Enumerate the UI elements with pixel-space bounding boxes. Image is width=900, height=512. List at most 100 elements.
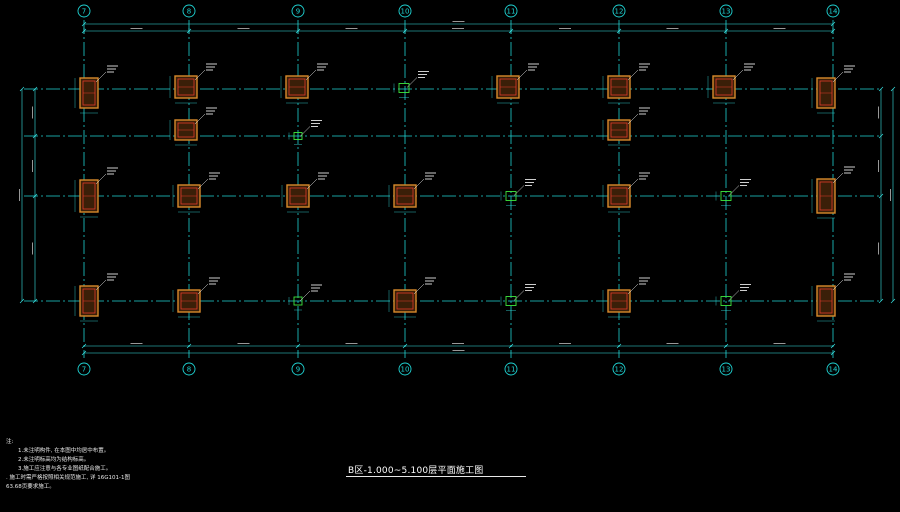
column <box>388 277 436 318</box>
dimension-tick <box>878 298 884 304</box>
stub-outline <box>293 132 303 140</box>
column <box>172 277 220 318</box>
column <box>281 172 329 213</box>
column <box>602 277 650 318</box>
column-stub <box>500 179 536 206</box>
stub-outline <box>293 296 303 306</box>
axis-bubble-label: 13 <box>722 8 731 16</box>
axis-bubble-label: 13 <box>722 366 731 374</box>
axis-bubble <box>826 4 840 18</box>
label-leader <box>832 172 844 184</box>
axis-bubble-label: 8 <box>187 366 191 374</box>
dimension-tick <box>81 21 87 27</box>
dimension-tick <box>878 133 884 139</box>
column-stub <box>288 284 322 311</box>
column <box>602 172 650 213</box>
column <box>169 107 217 146</box>
column-stub <box>715 179 751 206</box>
axis-bubble <box>291 362 305 376</box>
label-leader <box>194 113 206 125</box>
label-leader <box>305 69 317 81</box>
column-stub <box>715 284 751 311</box>
axis-bubble <box>504 4 518 18</box>
label-leader <box>627 69 639 81</box>
dimension-tick <box>723 343 729 349</box>
axis-bubble-label: 11 <box>507 8 516 16</box>
axis-bubble <box>182 4 196 18</box>
axis-bubble <box>398 362 412 376</box>
stub-outline <box>505 296 517 306</box>
dimension-tick <box>890 86 896 92</box>
column <box>388 172 436 213</box>
stub-outline <box>398 83 410 93</box>
axis-bubble-label: 10 <box>401 366 410 374</box>
label-leader <box>627 178 639 190</box>
note-item: 63.68页要求施工。 <box>6 484 55 490</box>
label-leader <box>413 178 425 190</box>
axis-bubble-label: 14 <box>829 366 838 374</box>
column <box>811 273 855 322</box>
dimension-tick <box>19 298 25 304</box>
dimension-tick <box>890 298 896 304</box>
dimension-tick <box>402 343 408 349</box>
column-stub <box>500 284 536 311</box>
axis-bubble-label: 10 <box>401 8 410 16</box>
dimension-tick <box>32 133 38 139</box>
column <box>172 172 220 213</box>
note-item: 1.未注明构件, 在本图中均居中布置。 <box>18 448 110 454</box>
label-leader <box>832 279 844 291</box>
label-leader <box>299 290 311 302</box>
dimension-tick <box>508 343 514 349</box>
label-leader <box>728 185 740 196</box>
dimension-lines <box>19 21 896 356</box>
axis-bubble <box>612 362 626 376</box>
dimension-tick <box>830 21 836 27</box>
label-leader <box>627 113 639 125</box>
column-stub <box>288 120 322 145</box>
dimension-tick <box>295 343 301 349</box>
column <box>169 63 217 104</box>
column <box>811 166 855 219</box>
stub-outline <box>505 191 517 201</box>
label-leader <box>413 283 425 295</box>
axis-bubble-label: 14 <box>829 8 838 16</box>
axis-bubble-label: 9 <box>296 366 300 374</box>
columns <box>74 63 855 322</box>
column <box>707 63 755 104</box>
label-leader <box>306 178 318 190</box>
column <box>811 65 855 114</box>
column <box>491 63 539 104</box>
general-notes: 注: 1.未注明构件, 在本图中均居中布置。 2.未注明标高均为结构标高。 3.… <box>6 438 306 492</box>
label-leader <box>299 126 311 137</box>
dimension-tick <box>81 350 87 356</box>
label-leader <box>95 71 107 83</box>
label-leader <box>197 283 209 295</box>
note-item: 2.未注明标高均为结构标高。 <box>18 457 90 463</box>
axis-bubble-label: 12 <box>615 366 624 374</box>
axis-bubble <box>826 362 840 376</box>
label-leader <box>95 279 107 291</box>
label-leader <box>197 178 209 190</box>
notes-heading: 注: <box>6 439 14 445</box>
note-item: . 施工时需严格按照相关规范施工, 详 16G101-1图 <box>6 475 130 481</box>
axis-bubble-label: 8 <box>187 8 191 16</box>
dimension-tick <box>32 193 38 199</box>
axis-bubble <box>398 4 412 18</box>
axis-bubble <box>77 362 91 376</box>
column-stub <box>393 71 429 98</box>
label-leader <box>95 173 107 185</box>
stub-outline <box>720 296 732 306</box>
axis-bubble <box>612 4 626 18</box>
dimension-tick <box>19 86 25 92</box>
label-leader <box>513 290 525 301</box>
axis-bubble <box>719 4 733 18</box>
dimension-tick <box>878 193 884 199</box>
column <box>602 63 650 104</box>
dimension-tick <box>830 343 836 349</box>
label-leader <box>513 185 525 196</box>
axis-grid <box>24 20 880 358</box>
axis-bubble-label: 7 <box>82 366 86 374</box>
dimension-tick <box>32 86 38 92</box>
